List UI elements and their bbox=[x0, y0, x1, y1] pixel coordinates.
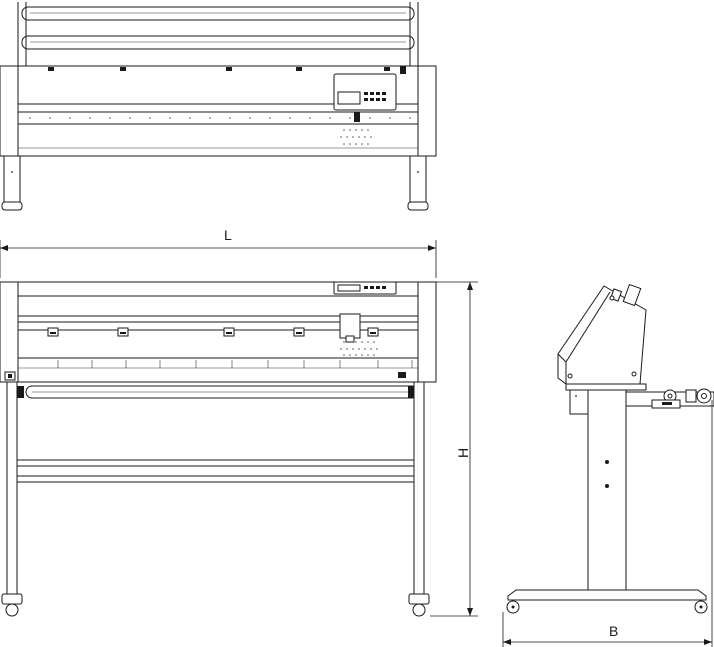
height-dimension: H bbox=[430, 281, 478, 617]
depth-label: B bbox=[609, 623, 618, 639]
front-left-leg bbox=[6, 381, 18, 597]
front-right-leg bbox=[413, 381, 425, 597]
top-control-panel bbox=[333, 66, 406, 122]
front-tool-carriage bbox=[339, 313, 361, 343]
side-base-foot bbox=[507, 589, 707, 601]
front-view bbox=[0, 281, 437, 617]
front-left-end-cap bbox=[0, 281, 19, 383]
side-left-bracket bbox=[569, 389, 589, 415]
front-cross-brace-lower bbox=[16, 475, 415, 483]
front-cross-brace-upper bbox=[16, 459, 415, 467]
top-right-leg bbox=[409, 155, 427, 207]
top-left-leg bbox=[3, 155, 21, 207]
top-right-end-cap bbox=[417, 65, 437, 157]
height-label: H bbox=[455, 448, 471, 458]
top-left-end-cap bbox=[0, 65, 19, 157]
length-dimension: L bbox=[0, 227, 437, 278]
side-column bbox=[587, 389, 627, 593]
front-control-panel bbox=[333, 281, 397, 295]
front-pinch-rollers bbox=[47, 327, 379, 337]
side-view bbox=[506, 283, 714, 614]
front-left-foot bbox=[1, 593, 23, 605]
front-right-end-cap bbox=[417, 281, 437, 383]
top-roller-lower bbox=[21, 35, 415, 50]
top-roller-upper bbox=[21, 6, 415, 21]
front-right-foot bbox=[408, 593, 430, 605]
top-view bbox=[0, 2, 437, 211]
depth-dimension: B bbox=[502, 400, 713, 647]
length-label: L bbox=[224, 227, 232, 243]
